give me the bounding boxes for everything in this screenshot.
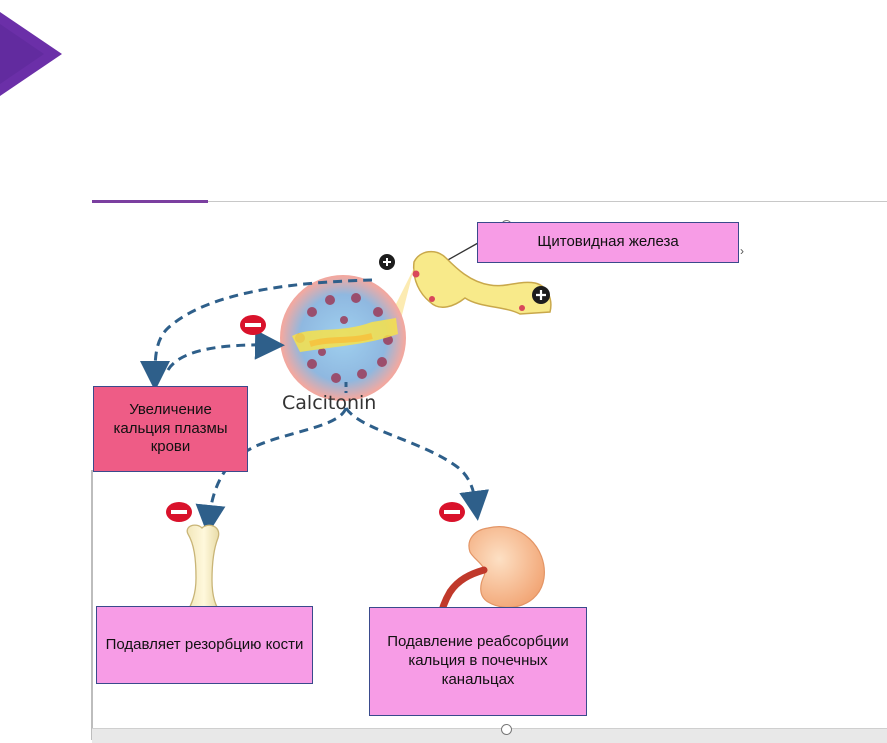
minus-circle-icon [166, 502, 192, 522]
plus-circle-icon [532, 286, 550, 304]
thyroid-gland-label-box[interactable]: Щитовидная железа [477, 222, 739, 263]
plus-circle-icon [379, 254, 395, 270]
selection-handle-bottom[interactable] [501, 724, 512, 735]
minus-circle-icon [439, 502, 465, 522]
arrow-to-kidney [344, 407, 490, 521]
thyroid-gland-label: Щитовидная железа [537, 233, 679, 251]
title-accent-bar [92, 200, 208, 203]
bone-effect-box[interactable]: Подавляет резорбцию кости [96, 606, 313, 684]
feedback-arrow-outer [140, 278, 373, 391]
hormone-label: Calcitonin [282, 392, 377, 414]
stimulus-label-box[interactable]: Увеличение кальция плазмы крови [93, 386, 248, 472]
arrow-to-bone [195, 407, 348, 535]
title-divider [92, 201, 887, 202]
feedback-arrow-inner [166, 329, 285, 371]
c-cell-illustration [280, 275, 406, 401]
play-triangle-icon[interactable] [0, 12, 62, 96]
frame-left-edge [91, 470, 93, 740]
bone-effect-label: Подавляет резорбцию кости [105, 635, 304, 653]
frame-bottom-scrollbar[interactable] [92, 728, 887, 743]
kidney-effect-label: Подавление реабсорбции кальция в почечны… [387, 633, 569, 688]
selection-edge-marker: › [740, 244, 744, 258]
minus-circle-icon [240, 315, 266, 335]
kidney-effect-box[interactable]: Подавление реабсорбции кальция в почечны… [369, 607, 587, 716]
stimulus-label: Увеличение кальция плазмы крови [113, 400, 228, 456]
thyroid-gland-illustration [412, 250, 552, 315]
kidney-illustration [438, 526, 545, 616]
bone-illustration [184, 524, 224, 615]
